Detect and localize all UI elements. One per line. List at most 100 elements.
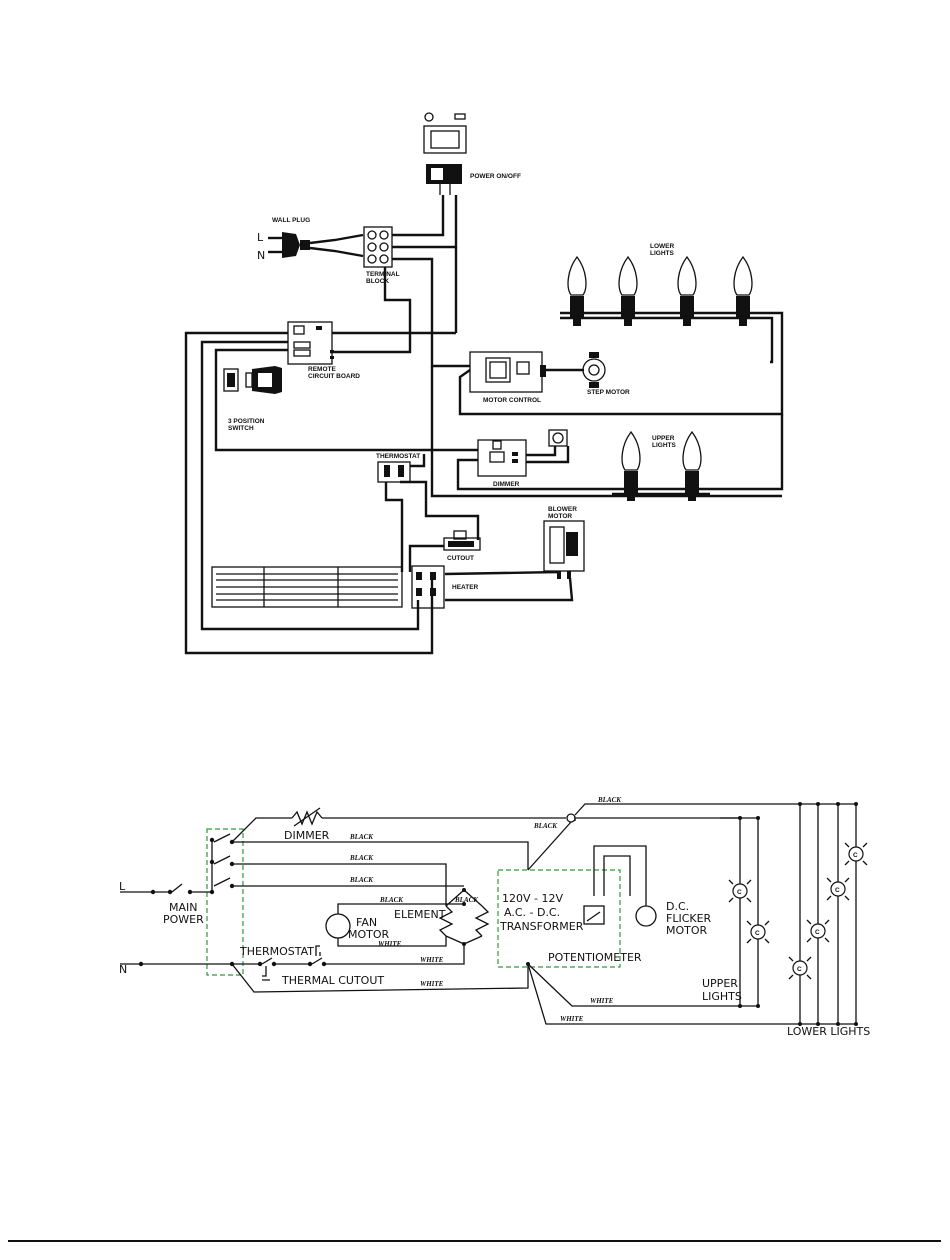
terminal-block-label-1: TERMINAL [366, 271, 400, 278]
thermostat [377, 461, 411, 483]
transformer-label-3: TRANSFORMER [499, 920, 584, 933]
dimmer-label: DIMMER [493, 481, 520, 488]
wall-plug-label: WALL PLUG [272, 217, 310, 224]
remote-circuit-board [287, 321, 334, 365]
element-resistor-1 [438, 905, 454, 937]
three-position-switch [223, 366, 282, 394]
upper-lights-label-2: LIGHTS [702, 990, 742, 1003]
upper-lamp-1: C [728, 879, 752, 903]
thermal-cutout-switch [311, 957, 323, 965]
wire-black-3: BLACK [349, 876, 374, 884]
remote-board-label-2: CIRCUIT BOARD [308, 373, 360, 380]
page-bottom-rule [8, 1240, 941, 1242]
upper-lights-label-1: UPPER [702, 977, 738, 990]
wire-white-5: WHITE [560, 1015, 584, 1023]
wire-white-2: WHITE [420, 956, 444, 964]
power-switch [426, 164, 462, 195]
lower-lamp-4-symbol: C [853, 852, 858, 859]
potentiometer-label: POTENTIOMETER [548, 951, 642, 964]
terminal-block-label-2: BLOCK [366, 278, 389, 285]
wall-plug [268, 232, 310, 258]
upper-lights-label-2: LIGHTS [652, 442, 676, 449]
switch-faceplate [423, 125, 467, 154]
thermostat-label: THERMOSTAT [376, 453, 420, 460]
wire-white-1: WHITE [378, 940, 402, 948]
schematic-dimmer-label: DIMMER [284, 829, 330, 842]
potentiometer-symbol [583, 905, 605, 925]
wire-black-to-lights: BLACK [533, 822, 558, 830]
upper-bulb-2 [682, 430, 702, 501]
lower-lights-label: LOWER LIGHTS [787, 1025, 870, 1038]
wire-black-2: BLACK [349, 854, 374, 862]
lower-bulb-3 [677, 255, 697, 326]
blower-motor-label-2: MOTOR [548, 513, 572, 520]
lower-lights-circuit [798, 802, 858, 1026]
wire-white-3: WHITE [420, 980, 444, 988]
wire-black-1: BLACK [349, 833, 374, 841]
flicker-motor-symbol [635, 905, 657, 927]
schematic-thermostat-label: THERMOSTAT [239, 945, 314, 958]
terminal-block [363, 226, 393, 268]
lower-lamp-2: C [806, 919, 830, 943]
lower-lights-label-1: LOWER [650, 243, 674, 250]
dimmer-board [477, 439, 527, 477]
schematic-n-label: N [119, 963, 127, 976]
transformer-label-1: 120V - 12V [502, 892, 563, 905]
cutout-label: CUTOUT [447, 555, 474, 562]
switch-off-symbol [454, 113, 466, 120]
plug-l-label: L [257, 231, 264, 244]
upper-lamp-2-symbol: C [755, 930, 760, 937]
step-motor [582, 352, 606, 388]
three-position-switch-label-2: SWITCH [228, 425, 254, 432]
plug-n-label: N [257, 249, 265, 262]
blower-motor [543, 520, 585, 579]
switch-faceplate-inner [430, 130, 460, 149]
main-power-switch [171, 883, 183, 893]
rocker-switch-button [431, 168, 443, 180]
upper-lights-label-1: UPPER [652, 435, 675, 442]
lower-lamp-1-symbol: C [797, 966, 802, 973]
switch-on-symbol [424, 112, 434, 122]
element-resistor-2 [474, 905, 490, 937]
upper-bulb-1 [621, 430, 641, 501]
three-position-switch-label-1: 3 POSITION [228, 418, 265, 425]
main-power-label-1: MAIN [169, 901, 198, 914]
thermostat-switch [261, 957, 273, 965]
dimmer-arrow [293, 807, 321, 827]
wire-white-4: WHITE [590, 997, 614, 1005]
step-motor-label: STEP MOTOR [587, 389, 630, 396]
upper-lamp-1-symbol: C [737, 889, 742, 896]
flicker-motor-label-1: D.C. [666, 900, 689, 913]
lower-lamp-3: C [826, 877, 850, 901]
lower-lamp-4: C [844, 842, 868, 866]
heater-element [211, 565, 445, 609]
lower-light-bulbs [560, 255, 760, 326]
flicker-motor-label-3: MOTOR [666, 924, 708, 937]
upper-lights-circuit [720, 816, 760, 1008]
thermostat-symbol [262, 966, 270, 981]
lower-bulb-1 [567, 255, 587, 326]
pictorial-wiring-diagram: POWER ON/OFF WALL PLUG L N TERMINAL BLOC… [184, 112, 784, 655]
fan-motor-symbol [325, 913, 351, 939]
lower-lamp-3-symbol: C [835, 887, 840, 894]
motor-control-label: MOTOR CONTROL [483, 397, 541, 404]
lower-lights-label-2: LIGHTS [650, 250, 674, 257]
motor-control-board [469, 351, 546, 393]
thermal-cutout-label: THERMAL CUTOUT [281, 974, 384, 987]
transformer-box [497, 869, 621, 968]
thermal-cutout-symbol [315, 945, 321, 956]
transformer-label-2: A.C. - D.C. [504, 906, 560, 919]
lower-bulb-4 [733, 255, 753, 326]
dimmer-knob [548, 429, 568, 447]
power-onoff-label: POWER ON/OFF [470, 173, 521, 180]
wire-black-top: BLACK [597, 796, 622, 804]
flicker-motor-label-2: FLICKER [666, 912, 712, 925]
schematic-diagram: L MAIN POWER DIMMER BLACK BLACK B [119, 796, 870, 1038]
schematic-l-label: L [119, 880, 126, 893]
cutout [443, 530, 481, 551]
lower-bulb-2 [618, 255, 638, 326]
upper-lamp-2: C [746, 920, 770, 944]
wire-black-4: BLACK [379, 896, 404, 904]
lower-lamp-1: C [788, 956, 812, 980]
